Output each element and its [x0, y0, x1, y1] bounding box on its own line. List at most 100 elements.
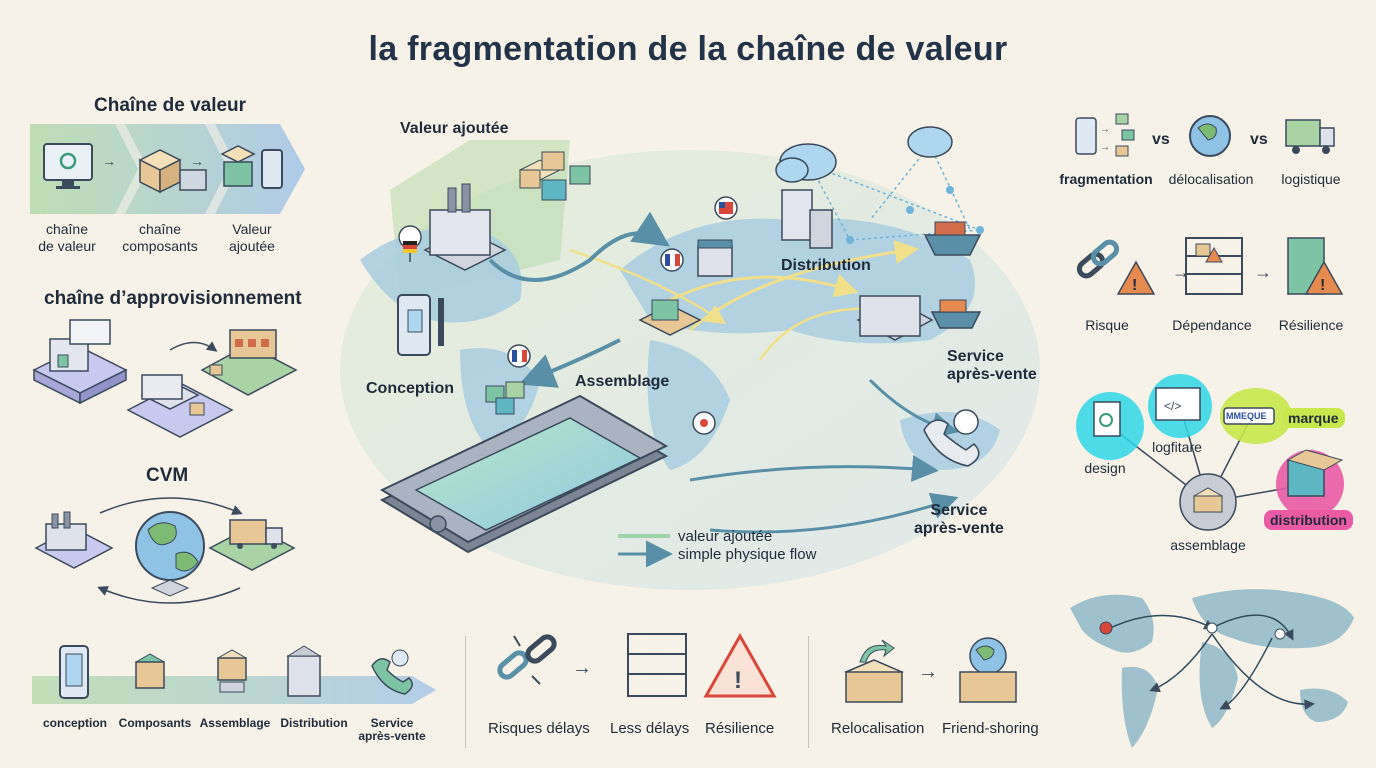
risk-item-resilience: Résilience [1278, 317, 1344, 333]
compare-illustration: →→ vs vs [1075, 113, 1335, 157]
map-label-conception: Conception [366, 380, 454, 397]
value-chain-heading: Chaîne de valeur [94, 95, 247, 116]
truck-icon [1285, 119, 1335, 154]
network-illustration: </> [1076, 374, 1344, 531]
flow-step-distribution: Distribution [280, 716, 348, 730]
flow-arrow-strip [32, 645, 436, 704]
svg-text:!: ! [1320, 277, 1325, 294]
store-icon [697, 239, 733, 277]
flow-step-assemblage: Assemblage [199, 716, 271, 730]
distribution-icon [1276, 449, 1344, 518]
map-label-assemblage: Assemblage [575, 373, 670, 390]
globe-box-icon [959, 637, 1017, 703]
svg-text:!: ! [1132, 277, 1137, 294]
warehouse-icon [286, 645, 322, 697]
globe-icon [135, 511, 205, 597]
factory-small-icon [34, 511, 114, 569]
map-label-distribution: Distribution [781, 257, 871, 274]
flow-step-service: Service après-vente [358, 716, 426, 743]
world-routes-map [1062, 578, 1358, 760]
truck-icon [208, 519, 296, 571]
factory-icon [423, 183, 507, 271]
software-icon: </> [1148, 374, 1212, 438]
risk-delays-label: Risques délays [488, 720, 590, 737]
friend-shoring-label: Friend-shoring [942, 720, 1039, 737]
value-chain-arrow: → → [30, 124, 305, 214]
svg-text:→: → [1254, 262, 1272, 282]
value-chain-step-3: Valeur ajoutée [229, 221, 275, 254]
divider [465, 636, 466, 748]
ship-icon [923, 221, 982, 256]
page-title: la fragmentation de la chaîne de valeur [368, 30, 1008, 68]
globe-icon [1189, 115, 1231, 157]
value-chain-step-1: chaîne de valeur [38, 221, 96, 254]
relocalisation-label: Relocalisation [831, 720, 925, 737]
shelf-icon [627, 633, 687, 697]
warehouse-icon [126, 374, 234, 438]
svg-text:→: → [1172, 262, 1190, 282]
world-map-illustration [340, 126, 1040, 590]
office-building-icon [781, 189, 833, 249]
components-box-icon [485, 381, 525, 415]
legend-flow-label: simple physique flow [678, 546, 817, 563]
network-label-logfitare: logfitare [1152, 439, 1202, 455]
distribution-hub-icon [200, 329, 298, 396]
tablet-icon [59, 645, 89, 699]
relocation-illustration: → [844, 637, 1017, 703]
assemblage-icon [1179, 473, 1237, 531]
network-label-design: design [1084, 460, 1126, 476]
usa-flag-pin-icon [714, 196, 738, 220]
map-label-service-1: Service après-vente [947, 348, 1037, 383]
boxes-icon [138, 149, 207, 194]
phone-support-icon [371, 649, 413, 695]
svg-text:</>: </> [1164, 399, 1181, 413]
product-phone-icon [220, 145, 283, 189]
bottom-risk-illustration: → ! [497, 632, 777, 698]
chain-link-icon [1076, 239, 1120, 279]
fragmentation-icon: →→ [1075, 113, 1135, 157]
broken-chain-icon [497, 634, 557, 685]
ship-icon [930, 299, 982, 329]
risk-item-risque: Risque [1085, 317, 1129, 333]
phone-support-icon [923, 409, 980, 467]
vs-text-1: vs [1152, 131, 1170, 148]
brand-icon [1220, 388, 1292, 444]
component-box-icon [134, 653, 166, 689]
flow-step-composants: Composants [118, 716, 192, 730]
france-flag-pin-icon [660, 248, 684, 272]
resilient-building-icon: ! [1287, 237, 1344, 295]
cvm-heading: CVM [146, 465, 189, 486]
boxes-icon [518, 151, 591, 201]
network-label-distribution: distribution [1264, 510, 1353, 530]
germany-flag-pin-icon [398, 225, 422, 263]
less-delays-label: Less délays [610, 720, 690, 737]
cloud-icon [775, 143, 837, 183]
brand-tag: MMEQUE [1226, 411, 1267, 421]
svg-text:!: ! [734, 667, 742, 694]
supply-chain-illustration [32, 319, 298, 438]
legend-value-label: valeur ajoutée [678, 528, 773, 545]
network-label-marque: marque [1282, 408, 1345, 428]
monitor-icon [43, 143, 93, 189]
relocation-box-icon [844, 639, 904, 703]
supply-chain-heading: chaîne d’approvisionnement [44, 288, 302, 309]
vs-text-2: vs [1250, 131, 1268, 148]
svg-text:→: → [918, 661, 938, 683]
risk-illustration: ! → → ! [1076, 237, 1344, 295]
map-label-valeur-ajoutee: Valeur ajoutée [400, 120, 509, 137]
resilience-label: Résilience [705, 720, 775, 737]
map-label-service-2: Service après-vente [914, 502, 1004, 537]
cloud-icon [907, 126, 953, 158]
assembly-box-icon [638, 299, 702, 336]
design-icon [1076, 392, 1144, 460]
svg-text:→: → [1100, 124, 1110, 135]
assembly-box-icon [216, 649, 248, 693]
smartphone-icon [379, 394, 669, 554]
tablet-icon [397, 294, 444, 356]
warning-icon: ! [703, 632, 777, 698]
svg-text:→: → [190, 153, 204, 169]
divider [808, 636, 809, 748]
compare-item-delocalisation: délocalisation [1168, 171, 1254, 187]
svg-text:→: → [572, 657, 592, 679]
value-chain-step-2: chaîne composants [122, 221, 198, 254]
